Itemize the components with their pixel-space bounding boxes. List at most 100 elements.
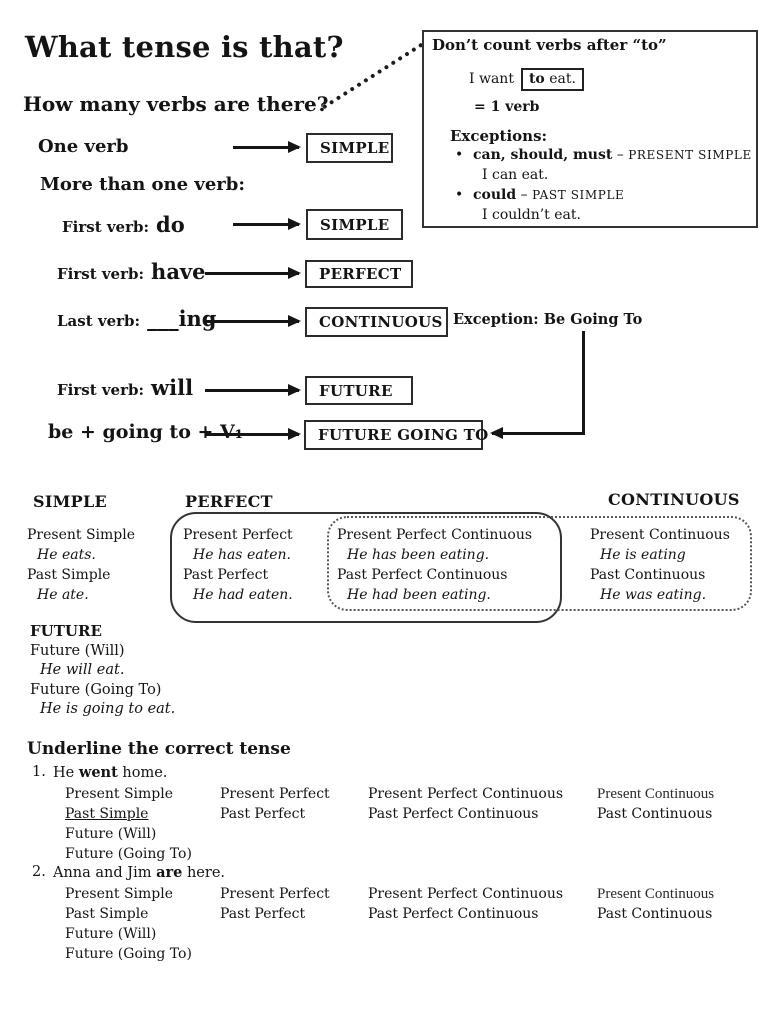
tense-name: Present Perfect — [183, 527, 293, 543]
equals-one-verb: = 1 verb — [474, 99, 540, 115]
more-than-one-verb-label: More than one verb: — [40, 174, 245, 195]
tense-option: Present Continuous — [597, 786, 715, 802]
tense-option: Present Simple — [65, 786, 174, 802]
exercise-heading: Underline the correct tense — [27, 739, 291, 759]
tense-name: Present Simple — [27, 527, 136, 543]
exception-be-going-to-label: Exception: Be Going To — [453, 311, 643, 328]
arrow-ing — [205, 315, 301, 327]
perfect-continuous-column: Present Perfect Continuous He has been e… — [337, 525, 532, 605]
bullet-2-dash: – — [516, 187, 533, 203]
tense-example: He eats. — [37, 547, 96, 563]
exercise-sentence: He went home. — [53, 764, 168, 781]
bullet-1-dash: – — [612, 147, 629, 163]
tense-option: Past Perfect — [220, 806, 306, 822]
tense-option: Present Perfect Continuous — [368, 786, 564, 802]
tense-example: He ate. — [37, 587, 89, 603]
bullet-1-tense: PRESENT SIMPLE — [628, 148, 752, 162]
arrow-do — [233, 218, 301, 230]
continuous-box: CONTINUOUS — [305, 307, 448, 337]
future-section: FUTURE Future (Will) He will eat. Future… — [30, 622, 175, 720]
tense-example: He was eating. — [600, 587, 707, 603]
arrow-will — [205, 384, 301, 396]
tense-option: Present Perfect — [220, 786, 330, 802]
tense-option: Future (Going To) — [65, 946, 192, 962]
perfect-box: PERFECT — [305, 260, 413, 288]
tense-example: He has been eating. — [347, 547, 490, 563]
one-verb-label: One verb — [38, 136, 129, 157]
simple-box-1: SIMPLE — [306, 133, 393, 163]
tense-option: Future (Will) — [65, 926, 157, 942]
tense-name: Past Continuous — [590, 567, 706, 583]
perfect-group-outline — [170, 512, 562, 623]
tense-example: He had eaten. — [193, 587, 293, 603]
first-verb-do-label: First verb:do — [62, 212, 185, 237]
tense-option: Past Simple — [65, 906, 149, 922]
tense-option: Future (Going To) — [65, 846, 192, 862]
item-number: 1. — [32, 764, 46, 780]
continuous-column-header: CONTINUOUS — [608, 490, 740, 509]
tense-option: Past Continuous — [597, 806, 713, 822]
page-title: What tense is that? — [25, 30, 344, 64]
options-column-4: Present Continuous Past Continuous — [597, 784, 714, 824]
perfect-column-header: PERFECT — [185, 492, 273, 511]
tense-option: Future (Will) — [65, 826, 157, 842]
tense-example: He is eating — [600, 547, 686, 563]
options-column-2: Present Perfect Past Perfect — [220, 784, 330, 824]
tense-name: Future (Will) — [30, 642, 125, 659]
question-heading: How many verbs are there? — [23, 92, 329, 116]
exception-bullet-2: •could – PAST SIMPLE — [455, 187, 624, 203]
tense-name: Present Continuous — [590, 527, 730, 543]
tense-option-underlined: Past Simple — [65, 806, 149, 822]
note-box-title: Don’t count verbs after “to” — [432, 36, 667, 54]
last-verb-ing-label: Last verb:___ing — [57, 306, 217, 331]
tense-option: Present Perfect — [220, 886, 330, 902]
tense-option: Past Perfect — [220, 906, 306, 922]
to-eat-box: to eat. — [520, 68, 584, 91]
bullet-1-bold: can, should, must — [473, 147, 613, 163]
options-column-4: Present Continuous Past Continuous — [597, 884, 714, 924]
tense-name: Present Perfect Continuous — [337, 527, 533, 543]
options-column-1: Present Simple Past Simple Future (Will)… — [65, 784, 192, 864]
exercise-sentence: Anna and Jim are here. — [53, 864, 226, 881]
simple-column: Present Simple He eats. Past Simple He a… — [27, 525, 135, 605]
options-column-2: Present Perfect Past Perfect — [220, 884, 330, 924]
tense-example: He had been eating. — [347, 587, 491, 603]
exception-arrow-horizontal — [490, 427, 585, 439]
item-number: 2. — [32, 864, 46, 880]
exceptions-label: Exceptions: — [450, 127, 548, 145]
bullet-icon: • — [455, 147, 464, 163]
tense-option: Past Perfect Continuous — [368, 806, 539, 822]
tense-name: Future (Going To) — [30, 681, 162, 698]
bullet-2-tense: PAST SIMPLE — [532, 188, 625, 202]
options-column-3: Present Perfect Continuous Past Perfect … — [368, 884, 563, 924]
tense-example: He has eaten. — [193, 547, 291, 563]
continuous-column: Present Continuous He is eating Past Con… — [590, 525, 730, 605]
note-box: Don’t count verbs after “to” I want to ea… — [422, 30, 758, 228]
future-going-to-box: FUTURE GOING TO — [304, 420, 488, 450]
be-going-to-label: be + going to + V₁ — [48, 421, 244, 443]
options-column-3: Present Perfect Continuous Past Perfect … — [368, 784, 563, 824]
arrow-one-verb — [233, 141, 301, 153]
simple-box-2: SIMPLE — [306, 209, 403, 240]
exception-arrow-vertical — [582, 331, 585, 433]
arrow-have — [205, 267, 301, 279]
note-example-prefix: I want — [469, 71, 514, 87]
tense-name: Past Perfect — [183, 567, 269, 583]
simple-column-header: SIMPLE — [33, 492, 108, 511]
first-verb-have-label: First verb:have — [57, 259, 206, 284]
bullet-icon: • — [455, 187, 464, 203]
continuous-group-outline — [327, 516, 752, 611]
tense-name: Past Perfect Continuous — [337, 567, 508, 583]
bullet-2-example: I couldn’t eat. — [482, 207, 581, 223]
future-box: FUTURE — [305, 376, 413, 405]
boxed-to: to — [528, 71, 545, 87]
tense-option: Present Continuous — [597, 886, 715, 902]
tense-option: Present Simple — [65, 886, 174, 902]
options-column-1: Present Simple Past Simple Future (Will)… — [65, 884, 192, 964]
tense-example: He is going to eat. — [40, 701, 176, 717]
future-header: FUTURE — [30, 622, 102, 640]
tense-option: Present Perfect Continuous — [368, 886, 564, 902]
tense-option: Past Perfect Continuous — [368, 906, 539, 922]
first-verb-will-label: First verb:will — [57, 375, 194, 400]
